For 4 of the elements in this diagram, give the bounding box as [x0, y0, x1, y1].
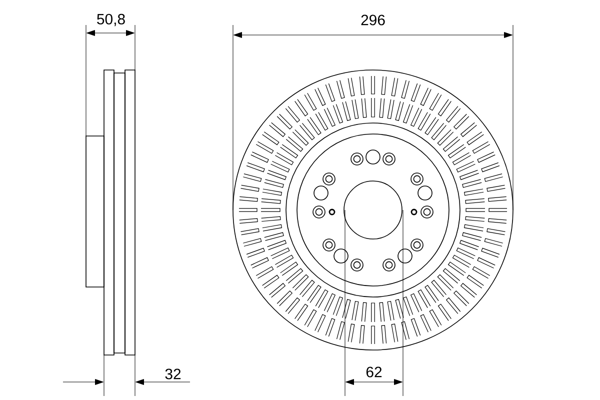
dimension-text: 32 — [165, 368, 181, 380]
dimension-text: 296 — [361, 14, 385, 26]
dimension-text: 62 — [366, 366, 382, 378]
dimension-text: 50,8 — [97, 14, 125, 26]
